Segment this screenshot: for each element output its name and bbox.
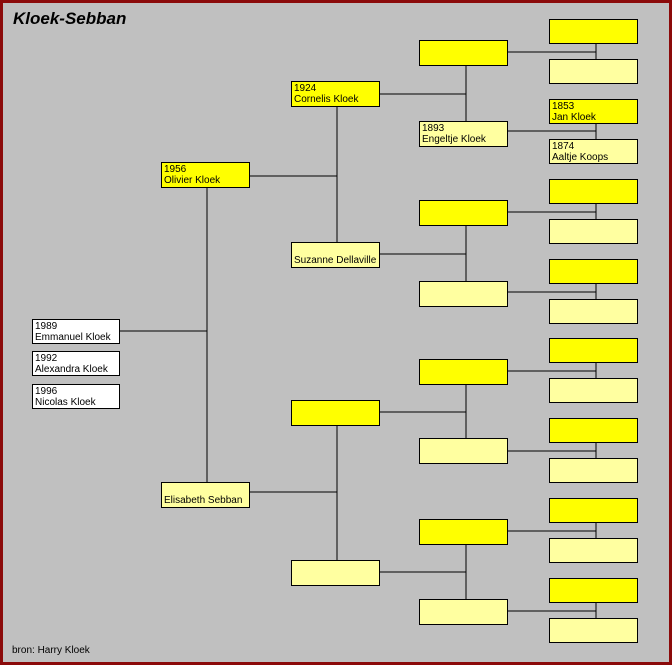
great-grandparent-box[interactable] [419, 519, 508, 545]
person-year [552, 580, 635, 591]
great-grandparent-box[interactable]: 1893 Engeltje Kloek [419, 121, 508, 147]
child-box[interactable]: 1989 Emmanuel Kloek [32, 319, 120, 344]
person-year [552, 221, 635, 232]
person-year [552, 181, 635, 192]
great-grandparent-box[interactable] [419, 599, 508, 625]
child-box[interactable]: 1996 Nicolas Kloek [32, 384, 120, 409]
person-year [552, 261, 635, 272]
ancestor-box[interactable] [549, 458, 638, 483]
ancestor-box[interactable] [549, 538, 638, 563]
ancestor-box[interactable] [549, 378, 638, 403]
child-name: Alexandra Kloek [35, 364, 108, 375]
person-year [422, 283, 505, 294]
child-box[interactable]: 1992 Alexandra Kloek [32, 351, 120, 376]
child-name: Emmanuel Kloek [35, 332, 111, 343]
great-grandparent-box[interactable] [419, 438, 508, 464]
maternal-grandmother-box[interactable] [291, 560, 380, 586]
person-year: 1853 [552, 101, 575, 112]
person-name: Engeltje Kloek [422, 134, 486, 145]
ancestor-box[interactable] [549, 498, 638, 523]
paternal-grandmother-box[interactable]: Suzanne Dellaville [291, 242, 380, 268]
ancestor-box[interactable] [549, 578, 638, 603]
person-year [422, 361, 505, 372]
chart-title: Kloek-Sebban [13, 9, 127, 28]
person-year [552, 301, 635, 312]
person-year [552, 61, 635, 72]
child-name: Nicolas Kloek [35, 397, 96, 408]
person-year [552, 460, 635, 471]
person-year [552, 420, 635, 431]
person-name: Aaltje Koops [552, 152, 609, 163]
person-year [552, 340, 635, 351]
person-year [422, 202, 505, 213]
person-year [422, 601, 505, 612]
great-grandparent-box[interactable] [419, 359, 508, 385]
person-name: Elisabeth Sebban [164, 495, 243, 506]
ancestor-box[interactable] [549, 19, 638, 44]
ancestor-box[interactable] [549, 259, 638, 284]
child-year: 1992 [35, 353, 58, 364]
ancestor-box[interactable] [549, 219, 638, 244]
person-year: 1874 [552, 141, 575, 152]
person-name: Jan Kloek [552, 112, 596, 123]
great-grandparent-box[interactable] [419, 40, 508, 66]
ancestor-box[interactable] [549, 338, 638, 363]
paternal-grandfather-box[interactable]: 1924 Cornelis Kloek [291, 81, 380, 107]
person-year [552, 21, 635, 32]
person-year [552, 540, 635, 551]
person-year: 1893 [422, 123, 445, 134]
child-year: 1989 [35, 321, 58, 332]
great-grandparent-box[interactable] [419, 281, 508, 307]
person-name: Suzanne Dellaville [294, 255, 377, 266]
ancestor-box[interactable] [549, 418, 638, 443]
person-year [294, 244, 377, 255]
person-year [164, 484, 247, 495]
source-credit: bron: Harry Kloek [12, 645, 90, 656]
person-year [294, 562, 377, 573]
ancestor-box[interactable]: 1874 Aaltje Koops [549, 139, 638, 164]
father-box[interactable]: 1956 Olivier Kloek [161, 162, 250, 188]
ancestor-box[interactable] [549, 59, 638, 84]
ancestor-box[interactable] [549, 179, 638, 204]
child-year: 1996 [35, 386, 58, 397]
person-year [552, 500, 635, 511]
person-name: Olivier Kloek [164, 175, 221, 186]
person-year [552, 380, 635, 391]
ancestor-box[interactable] [549, 618, 638, 643]
person-year [294, 402, 377, 413]
person-name: Cornelis Kloek [294, 94, 359, 105]
ancestor-box[interactable] [549, 299, 638, 324]
great-grandparent-box[interactable] [419, 200, 508, 226]
connector-lines [119, 43, 597, 618]
person-year: 1924 [294, 83, 317, 94]
mother-box[interactable]: Elisabeth Sebban [161, 482, 250, 508]
person-year [422, 521, 505, 532]
ancestor-box[interactable]: 1853 Jan Kloek [549, 99, 638, 124]
person-year [422, 440, 505, 451]
person-year [552, 620, 635, 631]
maternal-grandfather-box[interactable] [291, 400, 380, 426]
person-year [422, 42, 505, 53]
person-year: 1956 [164, 164, 187, 175]
